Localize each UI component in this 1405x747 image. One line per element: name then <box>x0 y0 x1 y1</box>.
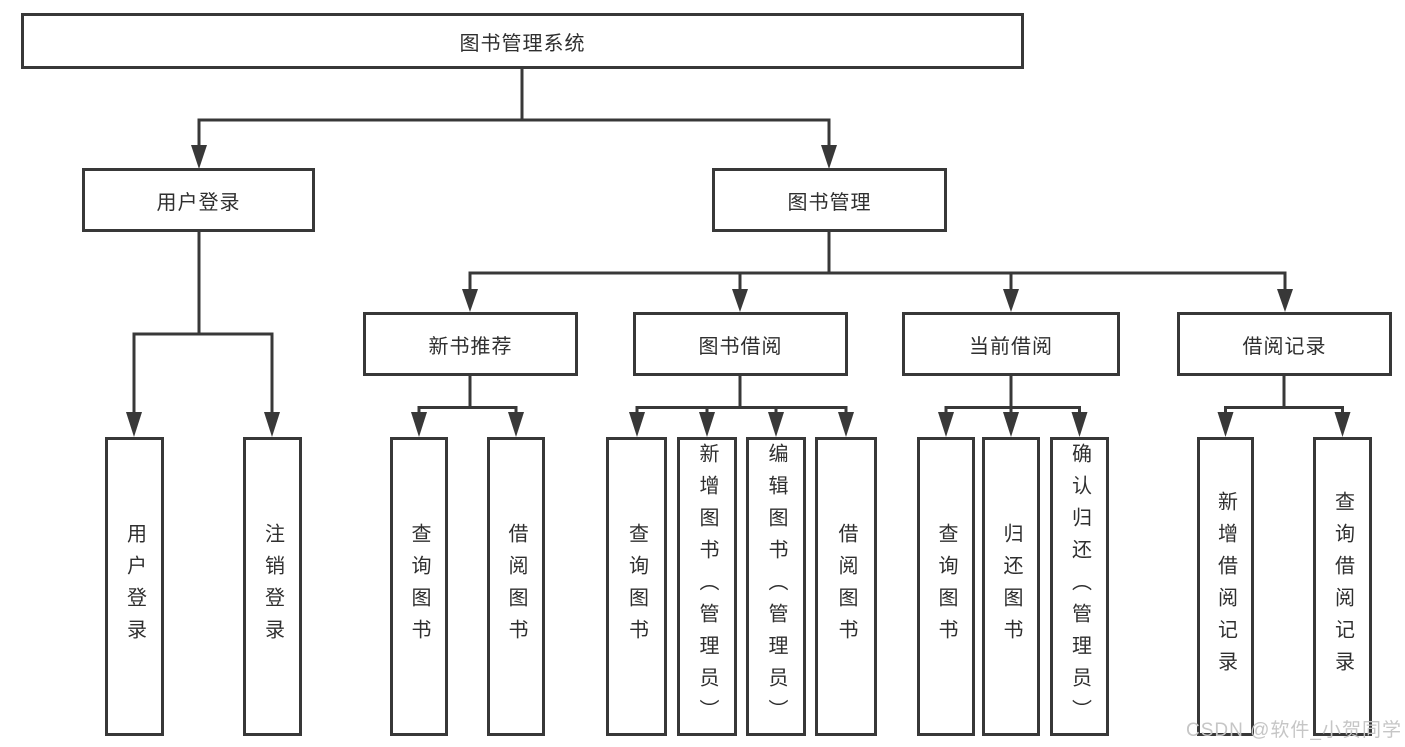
arrowhead <box>462 289 478 312</box>
arrowhead <box>1071 412 1088 437</box>
leaf-edit-book-admin: 编辑图书（管理员） <box>746 437 806 736</box>
arrowhead <box>732 289 748 312</box>
leaf-add-borrowing-record: 新增借阅记录 <box>1197 437 1254 736</box>
node-user-login: 用户登录 <box>82 168 315 232</box>
leaf-label: 借阅图书 <box>505 522 527 651</box>
leaf-confirm-return-admin: 确认归还（管理员） <box>1050 437 1109 736</box>
leaf-query-borrowing-record: 查询借阅记录 <box>1313 437 1372 736</box>
arrowhead <box>1217 412 1234 437</box>
arrowhead <box>821 145 837 169</box>
csdn-watermark: CSDN @软件_小贺同学 <box>1186 720 1402 741</box>
leaf-label: 确认归还（管理员） <box>1068 442 1091 731</box>
node-library-management-system: 图书管理系统 <box>21 13 1024 69</box>
leaf-borrow-books-borrowing: 借阅图书 <box>815 437 877 736</box>
connector-line <box>132 232 274 413</box>
leaf-query-books-current: 查询图书 <box>917 437 975 736</box>
node-current-borrowing: 当前借阅 <box>902 312 1120 376</box>
arrowhead <box>768 412 784 437</box>
arrowhead <box>1003 412 1019 437</box>
leaf-label: 注销登录 <box>261 522 284 651</box>
arrowhead <box>264 412 280 437</box>
node-book-management: 图书管理 <box>712 168 947 232</box>
leaf-label: 归还图书 <box>1000 522 1022 651</box>
connector-line <box>468 232 1287 291</box>
leaf-label: 查询借阅记录 <box>1331 490 1354 683</box>
connector-new-book-rec-to-leaves <box>411 376 524 437</box>
leaf-add-book-admin: 新增图书（管理员） <box>677 437 737 736</box>
leaf-return-book: 归还图书 <box>982 437 1040 736</box>
leaf-logout-login: 注销登录 <box>243 437 302 736</box>
leaf-query-books-recommendation: 查询图书 <box>390 437 448 736</box>
leaf-borrow-books-recommendation: 借阅图书 <box>487 437 545 736</box>
leaf-label: 查询图书 <box>935 522 957 651</box>
node-borrowing-records: 借阅记录 <box>1177 312 1392 376</box>
arrowhead <box>838 412 854 437</box>
node-new-book-recommendation: 新书推荐 <box>363 312 578 376</box>
connector-line <box>197 69 831 147</box>
leaf-label: 新增借阅记录 <box>1214 490 1237 683</box>
leaf-label: 查询图书 <box>625 522 648 651</box>
connector-user-login-to-leaves <box>126 232 280 437</box>
leaf-label: 新增图书（管理员） <box>696 442 718 731</box>
leaf-label: 编辑图书（管理员） <box>765 442 787 731</box>
connector-line <box>944 376 1081 414</box>
arrowhead <box>411 412 427 437</box>
arrowhead <box>1334 412 1351 437</box>
arrowhead <box>629 412 645 437</box>
leaf-query-books-borrowing: 查询图书 <box>606 437 667 736</box>
arrowhead <box>938 412 954 437</box>
connector-root-to-level2 <box>191 69 837 169</box>
leaf-label: 借阅图书 <box>835 522 857 651</box>
connector-borrow-records-to-leaves <box>1217 376 1351 437</box>
connector-line <box>635 376 848 414</box>
connector-book-borrowing-to-leaves <box>629 376 854 437</box>
arrowhead <box>1277 289 1293 312</box>
leaf-label: 查询图书 <box>408 522 430 651</box>
arrowhead <box>126 412 142 437</box>
arrowhead <box>699 412 715 437</box>
arrowhead <box>508 412 524 437</box>
connector-line <box>1224 376 1344 414</box>
arrowhead <box>1003 289 1019 312</box>
arrowhead <box>191 145 207 169</box>
leaf-label: 用户登录 <box>123 522 146 651</box>
node-book-borrowing: 图书借阅 <box>633 312 848 376</box>
leaf-user-login: 用户登录 <box>105 437 164 736</box>
connector-current-borrowing-to-leaves <box>938 376 1088 437</box>
connector-book-mgmt-to-level3 <box>462 232 1293 312</box>
connector-line <box>417 376 518 414</box>
